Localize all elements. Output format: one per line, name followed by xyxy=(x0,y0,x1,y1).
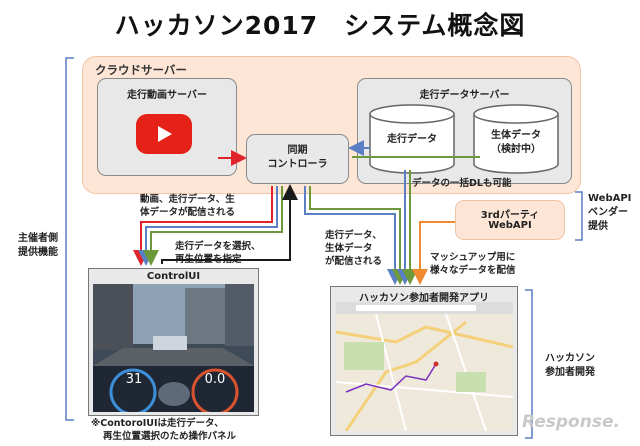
control-ui-caption-2: 再生位置選択のため操作パネル xyxy=(103,431,237,442)
webapi-vendor-label-3: 提供 xyxy=(588,221,608,232)
cloud-server-label: クラウドサーバー xyxy=(95,63,187,77)
delivered-to-app-note-1: 走行データ、 xyxy=(325,230,382,241)
sync-controller-label-2: コントローラ xyxy=(267,159,328,170)
database-cylinders xyxy=(369,104,559,174)
webapi-vendor-label-2: ベンダー xyxy=(588,207,628,218)
third-party-label-2: WebAPI xyxy=(488,220,532,231)
delivered-to-ui-note-1: 動画、走行データ、生 xyxy=(140,194,235,205)
diagram-title: ハッカソン2017 システム概念図 xyxy=(114,11,526,40)
video-server-box xyxy=(97,78,237,176)
control-ui-gauge-right: 0.0 xyxy=(204,372,226,387)
third-party-webapi-box xyxy=(455,200,565,240)
hackathon-app-title: ハッカソン参加者開発アプリ xyxy=(359,293,489,304)
control-ui-title: ControlUI xyxy=(146,271,201,282)
driving-data-db-label: 走行データ xyxy=(387,134,437,145)
bio-data-db-label-2: （検討中） xyxy=(491,144,541,155)
delivered-to-app-note-3: が配信される xyxy=(325,256,383,267)
response-watermark: Response. xyxy=(522,412,620,432)
control-ui-gauge-left: 31 xyxy=(125,372,143,387)
bio-data-db-label-1: 生体データ xyxy=(491,130,541,141)
video-server-label: 走行動画サーバー xyxy=(127,90,207,101)
mashup-note-1: マッシュアップ用に xyxy=(430,252,516,263)
hackathon-dev-label-1: ハッカソン xyxy=(545,353,595,364)
youtube-play-icon xyxy=(136,114,192,154)
bulk-download-note: データの一括DLも可能 xyxy=(412,178,512,189)
sync-controller-label-1: 同期 xyxy=(287,145,308,156)
hackathon-app-screenshot xyxy=(336,302,513,431)
data-server-label: 走行データサーバー xyxy=(419,90,510,101)
control-ui-screenshot xyxy=(93,284,254,412)
delivered-to-app-note-2: 生体データ xyxy=(325,243,373,254)
organizer-label-1: 主催者側 xyxy=(18,233,58,244)
control-ui-caption-1: ※ContoroIUIは走行データ、 xyxy=(91,418,224,429)
delivered-to-ui-note-2: 体データが配信される xyxy=(140,207,236,218)
third-party-label-1: 3rdパーティ xyxy=(480,210,540,221)
select-data-note-1: 走行データを選択、 xyxy=(175,241,261,252)
organizer-label-2: 提供機能 xyxy=(18,247,58,258)
webapi-vendor-label-1: WebAPI xyxy=(588,193,632,204)
hackathon-dev-label-2: 参加者開発 xyxy=(545,367,595,378)
mashup-note-2: 様々なデータを配信 xyxy=(430,265,516,276)
